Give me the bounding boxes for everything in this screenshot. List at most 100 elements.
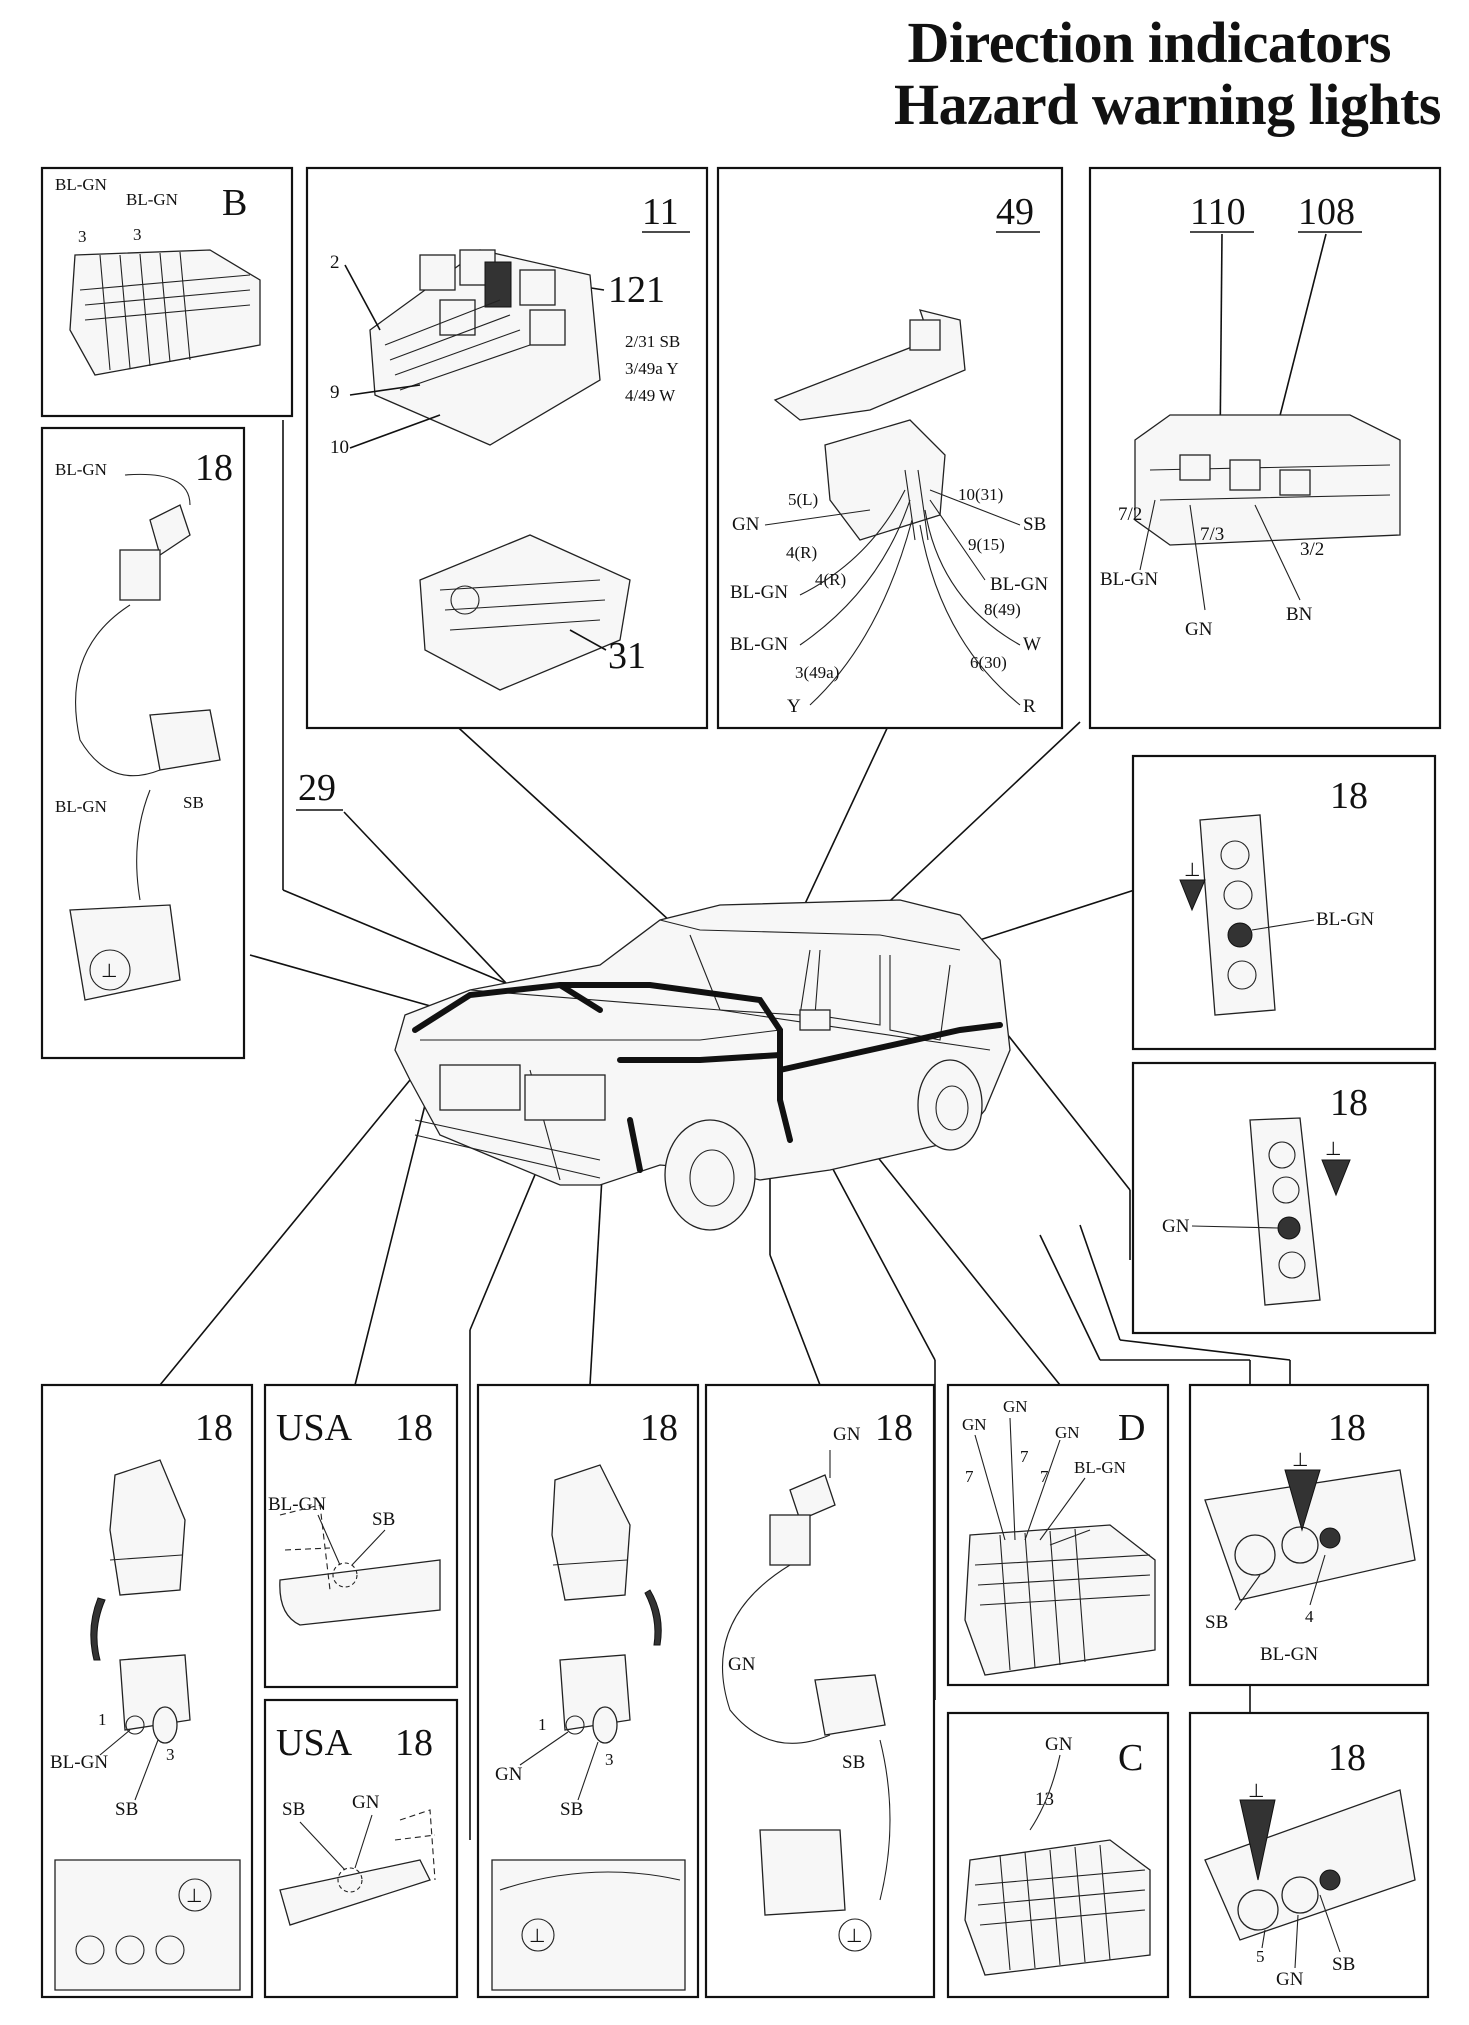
wire-label-gn: GN: [728, 1654, 756, 1675]
wire-label-w: W: [1023, 634, 1041, 655]
wire-label-sb: SB: [1023, 514, 1046, 535]
wire-label-sb: SB: [560, 1799, 583, 1820]
pin-label: 1: [538, 1715, 547, 1734]
ground-symbol: ⊥: [1292, 1450, 1309, 1471]
panel-11-relay-id: 121: [608, 269, 665, 311]
wire-label-y: Y: [787, 696, 801, 717]
panel-id: 18: [1328, 1737, 1366, 1779]
panel-id: 18: [1330, 775, 1368, 817]
panel-id: 18: [395, 1407, 433, 1449]
panel-18-rear-socket-2: 18 ⊥ 5 GN SB: [1188, 1711, 1430, 1999]
panel-id: 18: [640, 1407, 678, 1449]
car-illustration: [394, 899, 1011, 1231]
wire-label-sb: SB: [1205, 1612, 1228, 1633]
panel-18-side-repeater-left: 18 BL-GN BL-GN SB ⊥: [40, 426, 246, 1060]
panel-id: 18: [1328, 1407, 1366, 1449]
pin-label: 3: [78, 227, 87, 246]
wire-label-gn: GN: [732, 514, 760, 535]
pin-label: 7/2: [1118, 504, 1142, 525]
panel-110-id: 110: [1190, 191, 1246, 233]
panel-11: 11 121 2 9 10 2/31 SB 3/49a Y 4/49 W 31: [305, 166, 709, 730]
pin-label: 4(R): [815, 570, 846, 589]
title-line-2: Hazard warning lights: [894, 72, 1442, 137]
panel-id: 18: [395, 1722, 433, 1764]
panel-108-id: 108: [1298, 191, 1355, 233]
wire-label-gn: GN: [1045, 1734, 1073, 1755]
wire-label-blgn: BL-GN: [1316, 909, 1374, 930]
connector-block: [964, 1839, 1151, 1976]
pin-label: 13: [1035, 1789, 1054, 1810]
central-electrical-unit: [419, 534, 631, 691]
wire-label-blgn: BL-GN: [50, 1752, 108, 1773]
ground-symbol: ⊥: [1325, 1139, 1342, 1160]
panel-18-rear-lamp-2: 18 ⊥ GN: [1131, 1061, 1437, 1335]
pin-label: 3: [605, 1750, 614, 1769]
wire-label-gn: GN: [1185, 619, 1213, 640]
panel-11-unit-id: 31: [608, 635, 646, 677]
wire-label-sb: SB: [183, 793, 204, 812]
ground-symbol: ⊥: [1184, 860, 1201, 881]
wire-label-sb: SB: [115, 1799, 138, 1820]
ground-symbol: ⊥: [529, 1926, 546, 1947]
pin-label: 7: [965, 1467, 974, 1486]
panel-18-front-lamp-left: 18 1 BL-GN 3 SB ⊥: [40, 1383, 254, 1999]
wire-label-gn: GN: [352, 1792, 380, 1813]
pin-label: 7: [1040, 1467, 1049, 1486]
pin-label: 4(R): [786, 543, 817, 562]
pin-label: 10: [330, 437, 349, 458]
panel-id: 18: [195, 447, 233, 489]
wire-label-gn: GN: [1276, 1969, 1304, 1990]
instrument-cluster: [1134, 414, 1401, 546]
pin-label: 3: [133, 225, 142, 244]
wire-label-gn: GN: [962, 1415, 987, 1434]
pin-label: 8(49): [984, 600, 1021, 619]
wire-label-sb: SB: [282, 1799, 305, 1820]
pin-label: 7/3: [1200, 524, 1224, 545]
wire-label-blgn: BL-GN: [1100, 569, 1158, 590]
ground-symbol: ⊥: [186, 1886, 203, 1907]
title-line-1: Direction indicators: [907, 10, 1392, 75]
wire-label-sb: SB: [842, 1752, 865, 1773]
wire-label-blgn: BL-GN: [55, 797, 107, 816]
wire-label-gn: GN: [1162, 1216, 1190, 1237]
pin-label: 2: [330, 252, 340, 273]
pin-label: 6(30): [970, 653, 1007, 672]
wire-label-gn: GN: [495, 1764, 523, 1785]
wire-label-blgn: BL-GN: [126, 190, 178, 209]
wire-label-blgn: BL-GN: [1074, 1458, 1126, 1477]
panel-region: USA: [276, 1407, 353, 1449]
wire-label-gn: GN: [833, 1424, 861, 1445]
pin-label: 3/2: [1300, 539, 1324, 560]
pin-label: 5: [1256, 1947, 1265, 1966]
panel-b-id: B: [222, 182, 247, 224]
ground-symbol: ⊥: [1248, 1781, 1265, 1802]
wire-label-r: R: [1023, 696, 1036, 717]
relay-121: [484, 261, 512, 308]
front-lamp-lens: [109, 1459, 186, 1596]
panel-18-rear-socket-1: 18 ⊥ SB 4 BL-GN: [1188, 1383, 1430, 1687]
panel-11-id: 11: [642, 191, 679, 233]
panel-18-usa-1: USA 18 BL-GN SB: [263, 1383, 459, 1689]
wire-label: 3/49a Y: [625, 359, 679, 378]
pin-label: 5(L): [788, 490, 818, 509]
wire-label-blgn: BL-GN: [730, 634, 788, 655]
wire-label-gn: GN: [1003, 1397, 1028, 1416]
pin-label: 4: [1305, 1607, 1314, 1626]
rear-lamp-unit: [1199, 814, 1276, 1016]
panel-d: D GN GN GN 7 7 7 BL-GN 8: [946, 1383, 1170, 1687]
wire-label-gn: GN: [1055, 1423, 1080, 1442]
panel-49: 49 5(L) GN 4(R) BL-GN 4(R) BL-GN 3(49a) …: [716, 166, 1064, 730]
panel-18-usa-2: USA 18 SB GN: [263, 1698, 459, 1999]
ground-symbol: ⊥: [846, 1926, 863, 1947]
pin-label: 9: [330, 382, 340, 403]
side-repeater-lamp: [149, 709, 221, 771]
wire-label-blgn: BL-GN: [55, 460, 107, 479]
ground-symbol: ⊥: [101, 961, 118, 982]
panel-id: 18: [195, 1407, 233, 1449]
wire-label-blgn: BL-GN: [55, 175, 107, 194]
panel-18-side-repeater-right: 18 GN GN SB ⊥: [704, 1383, 936, 1999]
panel-49-id: 49: [996, 191, 1034, 233]
panel-b: B BL-GN BL-GN 3 3: [40, 166, 294, 418]
wire-label-bn: BN: [1286, 604, 1313, 625]
front-lamp-lens: [551, 1464, 631, 1601]
